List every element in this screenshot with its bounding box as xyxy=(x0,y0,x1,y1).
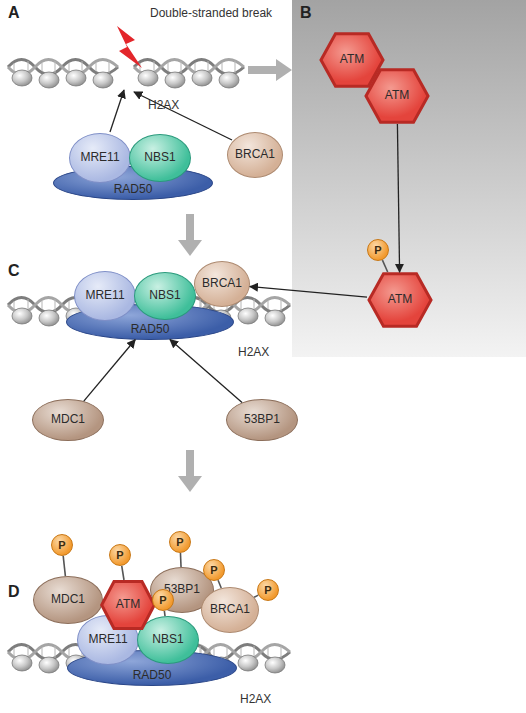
chromatin xyxy=(8,60,118,89)
protein-name: MDC1 xyxy=(51,413,85,426)
signal-arrow xyxy=(250,287,367,298)
phospho-stick xyxy=(218,580,221,588)
protein-name: RAD50 xyxy=(114,183,153,196)
phospho-circle: P xyxy=(109,544,131,566)
phospho-circle: P xyxy=(152,589,174,611)
phospho-mark: P xyxy=(159,594,166,606)
protein-oval: NBS1 xyxy=(129,134,191,182)
phospho-mark: P xyxy=(264,584,271,596)
protein-name: ATM xyxy=(116,598,140,611)
signal-arrow xyxy=(397,124,399,272)
protein-oval: MDC1 xyxy=(32,399,104,441)
protein-name: MRE11 xyxy=(85,289,124,302)
protein-name: NBS1 xyxy=(149,289,180,302)
phospho-circle: P xyxy=(257,579,279,601)
phospho-circle: P xyxy=(51,534,73,556)
histone-label: H2AX xyxy=(238,345,269,359)
kinase-hexagon: ATM xyxy=(364,68,430,124)
step-arrow xyxy=(248,59,292,81)
protein-name: ATM xyxy=(388,293,412,306)
protein-name: BRCA1 xyxy=(235,148,275,161)
histone-label: H2AX xyxy=(148,98,179,112)
signal-arrow xyxy=(84,340,135,401)
phospho-circle: P xyxy=(169,531,191,553)
protein-name: NBS1 xyxy=(144,151,175,164)
protein-oval: BRCA1 xyxy=(201,587,259,633)
recruit-arrow xyxy=(110,90,124,132)
panel-letter: A xyxy=(8,4,20,22)
chromatin xyxy=(134,60,244,89)
phospho-mark: P xyxy=(374,244,381,256)
protein-name: MDC1 xyxy=(51,593,85,606)
protein-name: RAD50 xyxy=(131,323,170,336)
phospho-mark: P xyxy=(116,549,123,561)
histone-label: H2AX xyxy=(240,692,271,706)
phospho-stick xyxy=(180,553,182,567)
step-arrow xyxy=(178,214,202,256)
protein-name: RAD50 xyxy=(133,669,172,682)
protein-name: ATM xyxy=(385,89,409,102)
protein-name: BRCA1 xyxy=(210,603,250,616)
event-label: Double-stranded break xyxy=(150,6,272,20)
phospho-stick xyxy=(382,260,387,272)
phospho-circle: P xyxy=(367,239,389,261)
protein-name: ATM xyxy=(340,53,364,66)
protein-oval: NBS1 xyxy=(134,272,196,320)
phospho-circle: P xyxy=(203,559,225,581)
protein-name: MRE11 xyxy=(88,633,127,646)
protein-oval: MRE11 xyxy=(74,271,136,321)
protein-name: 53BP1 xyxy=(244,413,280,426)
protein-oval: BRCA1 xyxy=(194,261,250,307)
panel-letter: D xyxy=(8,583,20,601)
phospho-stick xyxy=(63,556,65,576)
phospho-mark: P xyxy=(176,536,183,548)
step-arrow xyxy=(178,450,202,492)
phospho-mark: P xyxy=(210,564,217,576)
break-bolt xyxy=(117,26,142,68)
panel-letter: B xyxy=(300,4,312,22)
protein-oval: MDC1 xyxy=(33,576,103,624)
protein-oval: MRE11 xyxy=(69,133,131,183)
phospho-mark: P xyxy=(58,539,65,551)
kinase-hexagon: ATM xyxy=(367,272,433,328)
phospho-stick xyxy=(122,566,124,580)
signal-arrow xyxy=(170,339,242,402)
protein-name: NBS1 xyxy=(152,633,183,646)
protein-name: BRCA1 xyxy=(202,277,242,290)
protein-oval: 53BP1 xyxy=(226,399,298,441)
panel-band xyxy=(292,0,526,357)
protein-oval: BRCA1 xyxy=(227,132,283,178)
kinase-hexagon: ATM xyxy=(100,580,156,630)
panel-letter: C xyxy=(8,262,20,280)
recruit-arrow xyxy=(134,92,232,140)
protein-name: MRE11 xyxy=(80,151,119,164)
